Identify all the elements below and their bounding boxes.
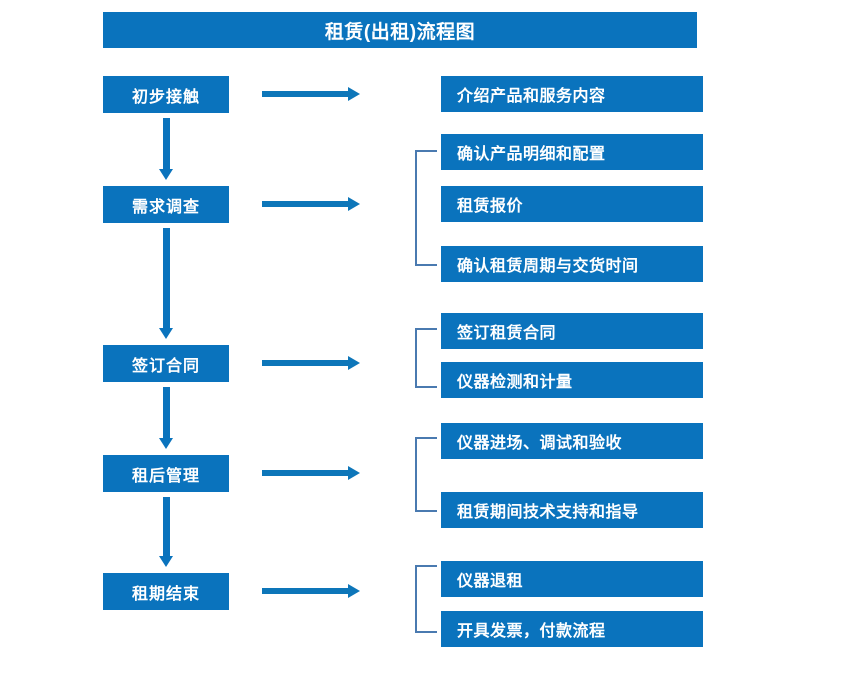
right-arrow-initial-contact bbox=[262, 87, 360, 101]
stage-box-initial-contact[interactable]: 初步接触 bbox=[103, 76, 229, 113]
detail-box-technical-support[interactable]: 租赁期间技术支持和指导 bbox=[441, 492, 703, 528]
right-arrow-sign-contract bbox=[262, 356, 360, 370]
bracket-rental-end-group bbox=[415, 565, 437, 633]
bracket-post-rental-group bbox=[415, 437, 437, 512]
detail-box-sign-rental-contract[interactable]: 签订租赁合同 bbox=[441, 313, 703, 349]
right-arrow-rental-end bbox=[262, 584, 360, 598]
down-arrow-2 bbox=[159, 228, 173, 339]
detail-box-rental-quotation[interactable]: 租赁报价 bbox=[441, 186, 703, 222]
down-arrow-4 bbox=[159, 497, 173, 567]
detail-box-introduce-products[interactable]: 介绍产品和服务内容 bbox=[441, 76, 703, 112]
detail-box-instrument-inspection[interactable]: 仪器检测和计量 bbox=[441, 362, 703, 398]
diagram-title: 租赁(出租)流程图 bbox=[103, 12, 697, 48]
detail-box-confirm-product-details[interactable]: 确认产品明细和配置 bbox=[441, 134, 703, 170]
detail-box-invoice-payment[interactable]: 开具发票，付款流程 bbox=[441, 611, 703, 647]
stage-box-sign-contract[interactable]: 签订合同 bbox=[103, 345, 229, 382]
detail-box-instrument-return[interactable]: 仪器退租 bbox=[441, 561, 703, 597]
detail-box-instrument-entry-debug-acceptance[interactable]: 仪器进场、调试和验收 bbox=[441, 423, 703, 459]
stage-box-post-rental-management[interactable]: 租后管理 bbox=[103, 455, 229, 492]
stage-box-requirement-survey[interactable]: 需求调查 bbox=[103, 186, 229, 223]
bracket-requirement-survey-group bbox=[415, 150, 437, 266]
stage-box-rental-end[interactable]: 租期结束 bbox=[103, 573, 229, 610]
right-arrow-requirement-survey bbox=[262, 197, 360, 211]
detail-box-confirm-rental-period[interactable]: 确认租赁周期与交货时间 bbox=[441, 246, 703, 282]
right-arrow-post-rental-management bbox=[262, 466, 360, 480]
down-arrow-1 bbox=[159, 118, 173, 180]
down-arrow-3 bbox=[159, 387, 173, 449]
bracket-sign-contract-group bbox=[415, 328, 437, 388]
